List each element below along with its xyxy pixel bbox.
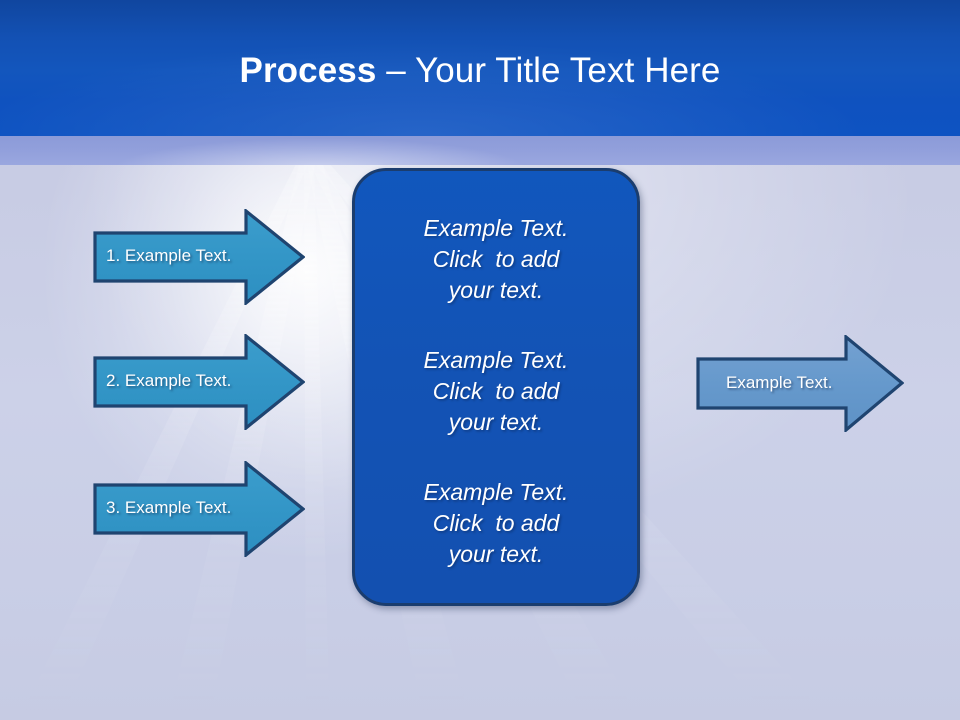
detail-text-block-3-line3: your text. (448, 540, 544, 567)
detail-text-block-2-line1: Example Text. (423, 346, 569, 373)
detail-text-block-2-line2: Click to add (432, 377, 560, 404)
process-output-arrow-label: Example Text. (726, 373, 833, 392)
page-title: Process – Your Title Text Here (0, 50, 960, 92)
process-step-arrow-3-label: 3. Example Text. (106, 498, 232, 517)
detail-text-block-3: Example Text. Click to add your text. (424, 477, 569, 570)
detail-text-block-1: Example Text. Click to add your text. (424, 213, 569, 306)
process-step-arrow-1-label: 1. Example Text. (106, 246, 232, 265)
detail-text-block-3-line2: Click to add (432, 509, 560, 536)
header-band (0, 0, 960, 136)
page-title-rest: – Your Title Text Here (376, 51, 721, 90)
process-step-arrow-1[interactable] (93, 209, 305, 305)
detail-text-block-1-line1: Example Text. (423, 214, 569, 241)
header-accent-band-glow (0, 136, 960, 165)
process-step-arrow-3[interactable] (93, 461, 305, 557)
detail-text-block-2-line3: your text. (448, 408, 544, 435)
detail-text-block-2: Example Text. Click to add your text. (424, 345, 569, 438)
page-title-emphasis: Process (239, 51, 377, 90)
process-step-arrow-2[interactable] (93, 334, 305, 430)
detail-text-block-1-line2: Click to add (432, 245, 560, 272)
process-output-arrow[interactable] (696, 335, 904, 432)
process-detail-panel-content: Example Text. Click to add your text. Ex… (352, 168, 640, 606)
detail-text-block-1-line3: your text. (448, 276, 544, 303)
process-detail-panel[interactable] (352, 168, 640, 606)
header-band-glow (0, 0, 960, 136)
detail-text-block-3-line1: Example Text. (423, 478, 569, 505)
process-step-arrow-2-label: 2. Example Text. (106, 371, 232, 390)
